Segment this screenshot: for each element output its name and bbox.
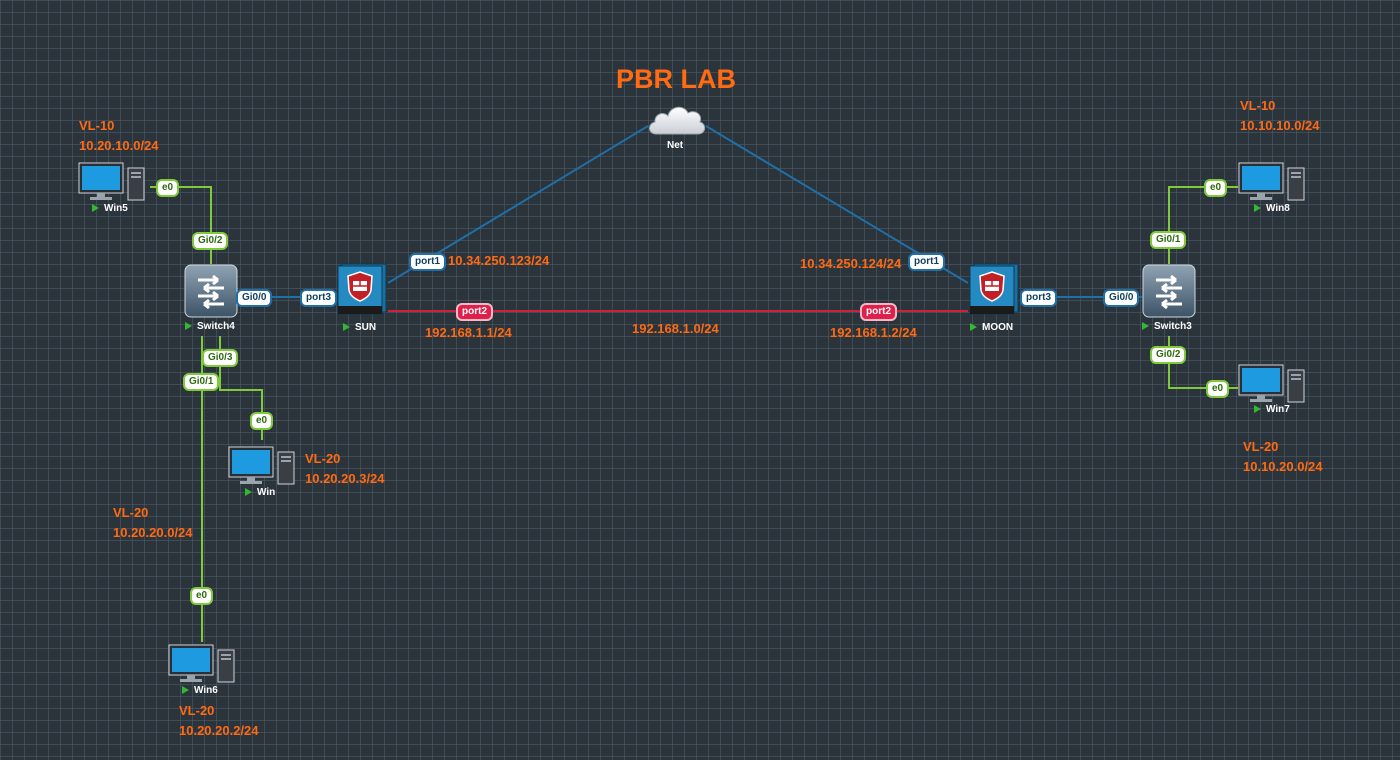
firewall-icon [337,263,387,315]
win6-ip-label: 10.20.20.2/24 [179,723,259,738]
win7-net-label: 10.10.20.0/24 [1243,459,1323,474]
firewall-icon [969,263,1019,315]
win7-pc[interactable] [1238,364,1310,404]
run-indicator-icon [1254,204,1261,212]
win-name: Win [257,487,276,498]
win5-label: Win5 [92,203,128,214]
sun-port3-badge[interactable]: port3 [300,289,337,307]
win8-pc[interactable] [1238,162,1310,202]
moon-label: MOON [970,322,1013,333]
sun-port1-ip-label: 10.34.250.123/24 [448,253,550,268]
net-label: Net [667,140,684,151]
win7-e0-badge[interactable]: e0 [1206,380,1230,398]
win8-vlan-label: VL-10 [1240,98,1276,113]
run-indicator-icon [1254,405,1261,413]
pc-icon [1238,162,1305,201]
switch-icon [1142,264,1196,318]
win7-vlan-label: VL-20 [1243,439,1279,454]
win8-label: Win8 [1254,203,1290,214]
switch4-vlan20-label: VL-20 [113,505,149,520]
pc-icon [1238,364,1305,403]
switch4-name: Switch4 [197,321,235,332]
win-e0-badge[interactable]: e0 [250,412,274,430]
moon-port3-badge[interactable]: port3 [1020,289,1057,307]
link-switch3-win8[interactable] [1168,186,1238,264]
run-indicator-icon [182,686,189,694]
run-indicator-icon [343,323,350,331]
win8-e0-badge[interactable]: e0 [1204,179,1228,197]
run-indicator-icon [185,322,192,330]
switch3-label: Switch3 [1142,321,1192,332]
link-win5-switch4[interactable] [150,186,212,264]
sun-port2-badge[interactable]: port2 [456,303,493,321]
win6-e0-badge[interactable]: e0 [190,587,214,605]
win8-net-label: 10.10.10.0/24 [1240,118,1320,133]
sun-firewall[interactable] [336,262,388,318]
sun-port2-ip-label: 192.168.1.1/24 [425,325,512,340]
switch4-gi02-badge[interactable]: Gi0/2 [192,232,229,250]
switch4-gi03-badge[interactable]: Gi0/3 [202,349,239,367]
sun-name: SUN [355,322,377,333]
win7-label: Win7 [1254,404,1290,415]
win5-pc[interactable] [78,162,150,202]
moon-name: MOON [982,322,1014,333]
switch4-node[interactable] [184,264,238,318]
win7-name: Win7 [1266,404,1290,415]
moon-port1-ip-label: 10.34.250.124/24 [800,256,902,271]
cloud-icon [649,106,706,135]
win6-name: Win6 [194,685,218,696]
transit-net-label: 192.168.1.0/24 [632,321,719,336]
switch-icon [184,264,238,318]
win5-vlan-label: VL-10 [79,118,115,133]
switch4-net20-label: 10.20.20.0/24 [113,525,193,540]
pc-icon [228,446,295,485]
win5-e0-badge[interactable]: e0 [156,179,180,197]
switch3-name: Switch3 [1154,321,1192,332]
net-node[interactable] [646,100,708,140]
run-indicator-icon [92,204,99,212]
sun-port1-badge[interactable]: port1 [409,253,446,271]
diagram-title: PBR LAB [616,64,736,94]
switch3-gi02-badge[interactable]: Gi0/2 [1150,346,1187,364]
moon-firewall[interactable] [968,262,1020,318]
win-label: Win [245,487,275,498]
win-ip-label: 10.20.20.3/24 [305,471,385,486]
win5-net-label: 10.20.10.0/24 [79,138,159,153]
run-indicator-icon [245,488,252,496]
switch3-gi01-badge[interactable]: Gi0/1 [1150,231,1187,249]
moon-port1-badge[interactable]: port1 [908,253,945,271]
switch4-gi01-badge[interactable]: Gi0/1 [183,373,220,391]
moon-port2-ip-label: 192.168.1.2/24 [830,325,917,340]
pc-icon [78,162,145,201]
pc-icon [168,644,235,683]
win-pc[interactable] [228,446,300,486]
moon-port2-badge[interactable]: port2 [860,303,897,321]
win6-pc[interactable] [168,644,240,684]
win6-label: Win6 [182,685,218,696]
run-indicator-icon [1142,322,1149,330]
switch3-node[interactable] [1142,264,1196,318]
sun-label: SUN [343,322,376,333]
switch4-gi00-badge[interactable]: Gi0/0 [236,289,273,307]
win-vlan-label: VL-20 [305,451,341,466]
win8-name: Win8 [1266,203,1290,214]
switch4-label: Switch4 [185,321,235,332]
win5-name: Win5 [104,203,128,214]
switch3-gi00-badge[interactable]: Gi0/0 [1103,289,1140,307]
run-indicator-icon [970,323,977,331]
win6-vlan-label: VL-20 [179,703,215,718]
